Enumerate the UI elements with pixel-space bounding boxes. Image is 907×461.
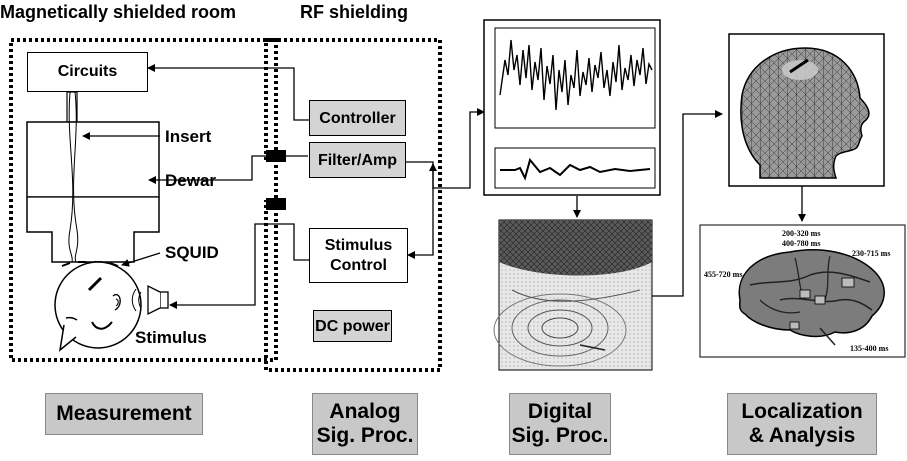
filter-amp-box: Filter/Amp — [309, 142, 406, 178]
latency-label-5: 135-400 ms — [850, 344, 889, 353]
rf-shielding-title: RF shielding — [300, 2, 408, 22]
stimulus-control-box: Stimulus Control — [309, 228, 408, 283]
dewar-vessel — [26, 91, 160, 267]
controller-box: Controller — [309, 100, 406, 136]
field-map — [493, 219, 653, 371]
latency-label-1: 200-320 ms — [782, 229, 821, 238]
stage-analog-line1: Analog — [329, 400, 401, 423]
waveform-panel — [483, 19, 661, 196]
stage-digital-line2: Sig. Proc. — [511, 424, 609, 447]
stage-measurement: Measurement — [45, 393, 203, 435]
stimulus-label: Stimulus — [135, 328, 207, 347]
rf-shield-boundary — [264, 38, 442, 372]
stage-digital: Digital Sig. Proc. — [509, 393, 611, 455]
dewar-label: Dewar — [165, 171, 217, 190]
stage-localization-line1: Localization — [741, 400, 863, 423]
stage-analog: Analog Sig. Proc. — [312, 393, 418, 455]
head-mesh-panel — [728, 33, 885, 187]
brain-panel — [699, 224, 906, 358]
latency-label-2: 400-780 ms — [782, 239, 821, 248]
stage-localization: Localization & Analysis — [727, 393, 877, 455]
dc-power-box: DC power — [313, 310, 392, 342]
latency-label-4: 455-720 ms — [704, 270, 743, 279]
shielded-room-boundary — [9, 38, 278, 362]
shielded-room-title: Magnetically shielded room — [0, 2, 237, 22]
stage-localization-line2: & Analysis — [748, 424, 856, 447]
stimulus-control-line2: Control — [330, 256, 387, 274]
signal-connections — [147, 64, 806, 309]
stimulus-control-line1: Stimulus — [324, 236, 393, 254]
stage-analog-line2: Sig. Proc. — [316, 424, 414, 447]
stimulus-speaker — [131, 284, 169, 316]
squid-label: SQUID — [165, 243, 219, 262]
subject-head — [54, 261, 142, 352]
insert-label: Insert — [165, 127, 212, 146]
circuits-box: Circuits — [27, 52, 148, 92]
stage-digital-line1: Digital — [527, 400, 593, 423]
latency-label-3: 230-715 ms — [852, 249, 891, 258]
